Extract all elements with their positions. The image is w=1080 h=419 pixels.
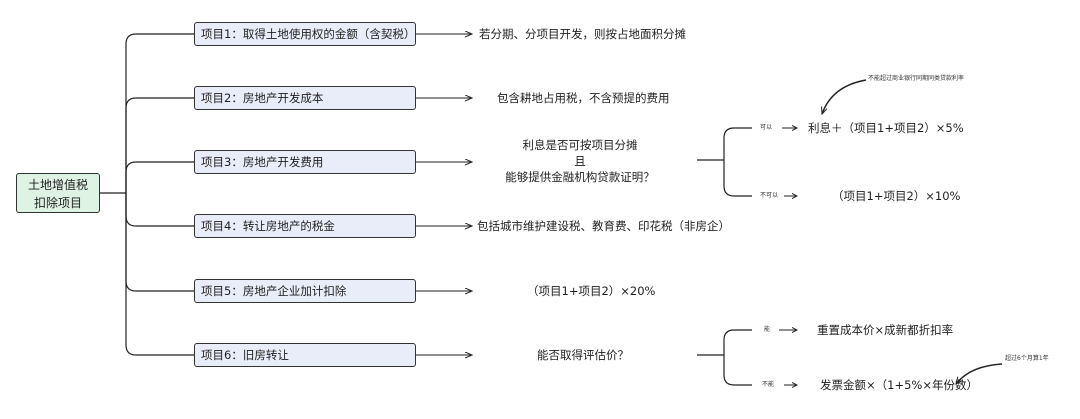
item-3-question: 利息是否可按项目分摊 且 能够提供金融机构贷款证明？ [480, 137, 680, 185]
root-label-line1: 土地增值税 [27, 178, 88, 192]
item-3-label: 项目3：房地产开发费用 [201, 155, 324, 169]
q3-line2: 且 [574, 154, 586, 168]
q3-yes-label: 可以 [760, 124, 773, 131]
item-6-question: 能否取得评估价？ [537, 348, 629, 362]
q3-annotation: 不能超过商业银行同期同类贷款利率 [868, 75, 965, 82]
q6-no-result: 发票金额×（1+5%×年份数） [820, 378, 978, 392]
item-1-note: 若分期、分项目开发，则按占地面积分摊 [479, 27, 686, 41]
root-node[interactable]: 土地增值税 扣除项目 [16, 173, 100, 213]
item-6-node[interactable]: 项目6：旧房转让 [194, 343, 416, 367]
branch-item6 [125, 193, 194, 356]
branch-item1 [125, 33, 194, 193]
item-4-label: 项目4：转让房地产的税金 [201, 219, 335, 233]
item-4-node[interactable]: 项目4：转让房地产的税金 [194, 214, 416, 238]
q3-line1: 利息是否可按项目分摊 [522, 138, 638, 152]
q6-annotation: 超过6个月算1年 [1005, 355, 1049, 362]
q3-no-result: （项目1+项目2）×10% [832, 189, 961, 203]
item-6-label: 项目6：旧房转让 [201, 348, 289, 362]
branch-item4 [125, 193, 194, 227]
root-label-line2: 扣除项目 [33, 196, 82, 210]
branch-item2 [125, 97, 194, 193]
item-2-node[interactable]: 项目2：房地产开发成本 [194, 86, 416, 110]
q6-no-label: 不能 [762, 381, 775, 388]
item-5-note: （项目1+项目2）×20% [527, 284, 656, 298]
branch-item5 [125, 193, 194, 292]
item-5-node[interactable]: 项目5：房地产企业加计扣除 [194, 279, 416, 303]
q3-line3: 能够提供金融机构贷款证明？ [505, 170, 655, 184]
item-5-label: 项目5：房地产企业加计扣除 [201, 284, 347, 298]
q6-yes-result: 重置成本价×成新都折扣率 [817, 323, 954, 337]
branch-item3 [125, 161, 194, 193]
q3-no-label: 不可以 [760, 192, 779, 199]
q6-yes-label: 能 [764, 326, 771, 333]
item-1-label: 项目1：取得土地使用权的金额（含契税） [201, 27, 416, 41]
item-4-note: 包括城市维护建设税、教育费、印花税（非房企） [477, 219, 730, 233]
q3-yes-result: 利息＋（项目1+项目2）×5% [808, 121, 964, 135]
item-2-label: 项目2：房地产开发成本 [201, 91, 324, 105]
item-2-note: 包含耕地占用税，不含预提的费用 [497, 91, 670, 105]
item-3-node[interactable]: 项目3：房地产开发费用 [194, 150, 416, 174]
item-1-node[interactable]: 项目1：取得土地使用权的金额（含契税） [194, 22, 416, 46]
